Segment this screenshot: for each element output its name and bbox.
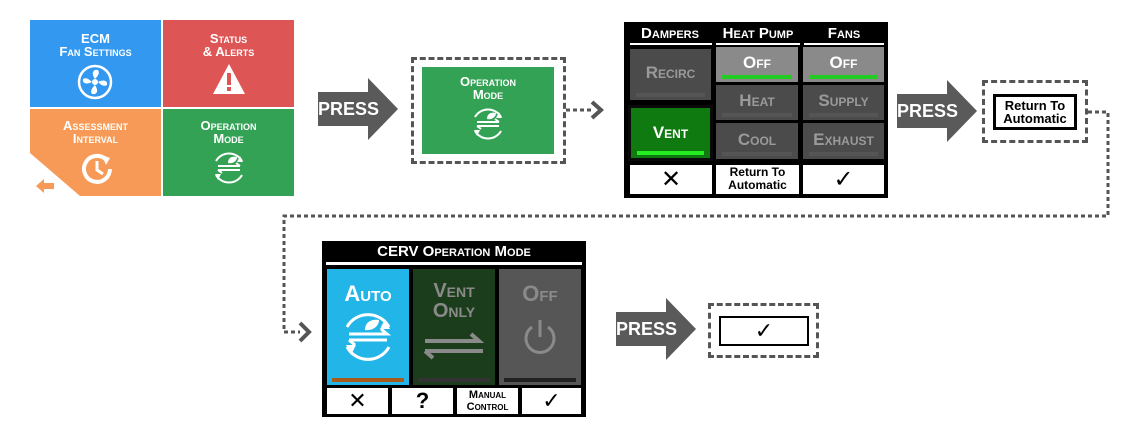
- option-label: Vent: [652, 123, 689, 142]
- alert-icon: [213, 64, 245, 94]
- header-underline: [716, 43, 800, 45]
- vent-arrows-icon: [423, 332, 485, 360]
- confirm-button[interactable]: ✓: [719, 316, 809, 346]
- option-label: Cool: [737, 130, 777, 149]
- option-label: Off: [829, 53, 858, 72]
- tile-label: ECM Fan Settings: [59, 31, 132, 59]
- operation-mode-callout: [411, 57, 566, 164]
- power-icon: [524, 320, 556, 354]
- off-mode-button[interactable]: Off: [499, 269, 581, 385]
- button-label: Return To Automatic: [1003, 98, 1067, 126]
- confirm-button[interactable]: ✓: [803, 165, 884, 194]
- option-label: Exhaust: [813, 130, 874, 149]
- panel-title: CERV Operation Mode: [377, 243, 531, 260]
- fans-exhaust-option[interactable]: Exhaust: [803, 123, 884, 159]
- header-underline: [804, 43, 884, 45]
- press-arrow-3: PRESS: [616, 298, 696, 360]
- damper-vent-option[interactable]: Vent: [628, 105, 713, 161]
- return-callout: [982, 80, 1088, 143]
- press-label: PRESS: [616, 319, 678, 339]
- cancel-button[interactable]: ✕: [630, 165, 712, 194]
- active-indicator: [332, 378, 404, 382]
- operation-mode-button[interactable]: Operation Mode: [422, 67, 554, 154]
- press-label: PRESS: [318, 99, 380, 119]
- operation-mode-tile[interactable]: Operation Mode: [163, 109, 294, 196]
- back-arrow-icon: [30, 153, 80, 196]
- mode-label: Auto: [344, 281, 392, 306]
- damper-recirc-option[interactable]: Recirc: [630, 49, 711, 100]
- option-label: Supply: [818, 91, 869, 110]
- return-to-automatic-button[interactable]: Return To Automatic: [716, 165, 799, 194]
- ecm-fan-settings-tile[interactable]: ECM Fan Settings: [30, 20, 161, 107]
- press-arrow-2: PRESS: [897, 80, 977, 142]
- operation-mode-icon: [215, 152, 243, 184]
- manual-control-button[interactable]: Manual Control: [457, 388, 518, 414]
- heat-pump-off-option[interactable]: Off: [716, 47, 798, 82]
- mode-indicator: [418, 378, 490, 382]
- fans-supply-option[interactable]: Supply: [803, 85, 884, 120]
- vent-only-mode-button[interactable]: Vent Only: [413, 269, 495, 385]
- operation-mode-icon: [474, 108, 502, 140]
- option-label: Recirc: [645, 63, 696, 82]
- mode-label: Off: [522, 281, 558, 306]
- connector-arrow: [566, 100, 605, 120]
- cancel-button[interactable]: ✕: [327, 388, 388, 414]
- status-alerts-tile[interactable]: Status & Alerts: [163, 20, 294, 107]
- header-heat-pump: Heat Pump: [722, 25, 794, 42]
- help-button[interactable]: ?: [392, 388, 453, 414]
- home-screen: ECM Fan Settings Status & Alerts Assessm…: [30, 20, 294, 196]
- confirm-callout: [708, 303, 819, 358]
- heat-pump-heat-option[interactable]: Heat: [716, 85, 798, 120]
- option-label: Off: [743, 53, 771, 72]
- connector-line: [282, 110, 1110, 343]
- option-label: Heat: [739, 91, 775, 110]
- mode-label: Vent Only: [432, 280, 476, 322]
- confirm-button[interactable]: ✓: [522, 388, 581, 414]
- tile-label: Assessment Interval: [63, 118, 128, 146]
- auto-mode-icon: [345, 313, 392, 361]
- header-fans: Fans: [827, 25, 861, 42]
- press-label: PRESS: [897, 101, 959, 121]
- mode-indicator: [504, 378, 576, 382]
- tile-label: Status & Alerts: [202, 31, 255, 59]
- assessment-interval-tile[interactable]: Assessment Interval: [30, 109, 161, 196]
- header-underline: [630, 43, 712, 45]
- clock-icon: [82, 153, 112, 184]
- button-label: Operation Mode: [460, 74, 516, 102]
- title-underline: [326, 262, 582, 265]
- header-dampers: Dampers: [641, 25, 699, 42]
- auto-mode-button[interactable]: Auto: [327, 269, 409, 385]
- return-to-automatic-button[interactable]: Return To Automatic: [993, 94, 1077, 130]
- press-arrow-1: PRESS: [318, 78, 398, 140]
- manual-mode-panel: Dampers Heat Pump Fans Recirc Vent Off H…: [624, 22, 888, 198]
- tile-label: Operation Mode: [200, 118, 257, 146]
- cerv-operation-mode-panel: CERV Operation Mode Auto Vent Only Off ✕…: [322, 241, 586, 417]
- heat-pump-cool-option[interactable]: Cool: [716, 123, 798, 159]
- button-label: ✓: [754, 318, 774, 343]
- fans-off-option[interactable]: Off: [803, 47, 884, 82]
- fan-icon: [77, 64, 113, 100]
